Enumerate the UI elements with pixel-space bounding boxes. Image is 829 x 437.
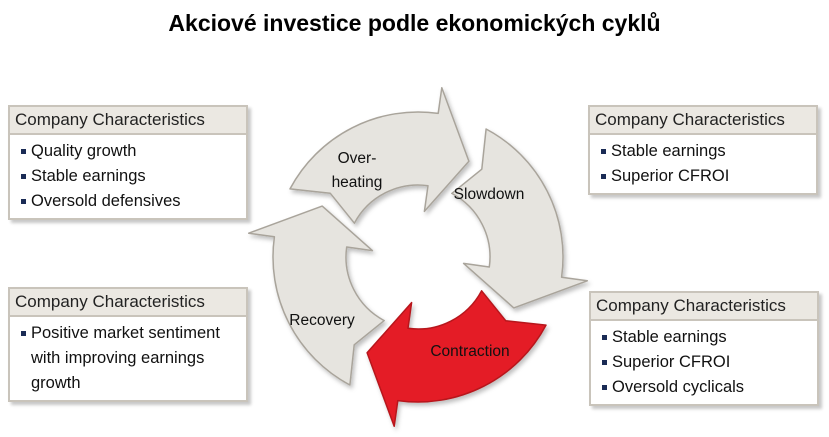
slowdown-arrow bbox=[451, 128, 589, 309]
bullet-icon bbox=[15, 189, 31, 214]
characteristics-box-recovery: Company Characteristics Positive market … bbox=[8, 287, 248, 402]
bullet-icon bbox=[595, 139, 611, 164]
bullet-icon bbox=[596, 325, 612, 350]
list-item: Superior CFROI bbox=[595, 164, 816, 189]
list-item: Oversold defensives bbox=[15, 189, 246, 214]
bullet-icon bbox=[596, 375, 612, 400]
list-item: Quality growth bbox=[15, 139, 246, 164]
characteristics-list: Quality growth Stable earnings Oversold … bbox=[10, 135, 246, 218]
overheating-label-line1: Over- bbox=[338, 150, 377, 167]
list-item: Stable earnings bbox=[15, 164, 246, 189]
box-header: Company Characteristics bbox=[590, 107, 816, 135]
bullet-icon bbox=[595, 164, 611, 189]
characteristics-box-contraction: Company Characteristics Stable earnings … bbox=[589, 291, 819, 406]
recovery-arrow bbox=[247, 205, 385, 386]
box-header: Company Characteristics bbox=[10, 107, 246, 135]
recovery-label: Recovery bbox=[289, 312, 355, 329]
list-item: Positive market sentiment with improving… bbox=[15, 321, 246, 396]
box-header: Company Characteristics bbox=[591, 293, 817, 321]
page-title: Akciové investice podle ekonomických cyk… bbox=[168, 10, 661, 36]
characteristics-list: Stable earnings Superior CFROI Oversold … bbox=[591, 321, 817, 404]
box-header: Company Characteristics bbox=[10, 289, 246, 317]
slowdown-label: Slowdown bbox=[454, 186, 525, 203]
overheating-arrow bbox=[289, 86, 470, 224]
characteristics-box-overheating: Company Characteristics Quality growth S… bbox=[8, 105, 248, 220]
bullet-icon bbox=[15, 164, 31, 189]
characteristics-box-slowdown: Company Characteristics Stable earnings … bbox=[588, 105, 818, 195]
bullet-icon bbox=[596, 350, 612, 375]
list-item: Stable earnings bbox=[596, 325, 817, 350]
list-item: Oversold cyclicals bbox=[596, 375, 817, 400]
contraction-label: Contraction bbox=[430, 343, 509, 360]
list-item: Stable earnings bbox=[595, 139, 816, 164]
characteristics-list: Positive market sentiment with improving… bbox=[10, 317, 246, 400]
overheating-label-line2: heating bbox=[332, 174, 383, 191]
bullet-icon bbox=[15, 139, 31, 164]
list-item: Superior CFROI bbox=[596, 350, 817, 375]
characteristics-list: Stable earnings Superior CFROI bbox=[590, 135, 816, 193]
contraction-arrow bbox=[366, 290, 547, 428]
bullet-icon bbox=[15, 321, 31, 346]
